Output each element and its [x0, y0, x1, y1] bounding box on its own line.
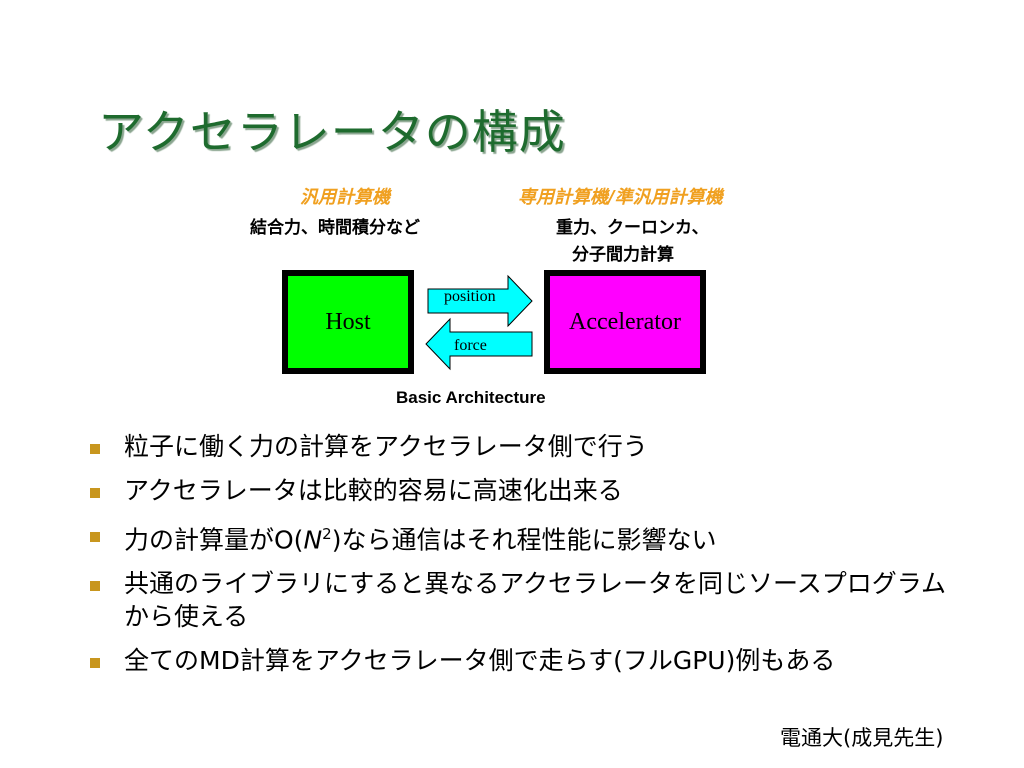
bullet-square-icon: [90, 658, 100, 669]
accelerator-tasks-line2: 分子間力計算: [572, 245, 674, 265]
slide-title: アクセラレータの構成: [98, 105, 566, 159]
host-label: Host: [325, 308, 371, 335]
bullet-square-icon: [90, 581, 100, 592]
list-item: アクセラレータは比較的容易に高速化出来る: [90, 474, 970, 507]
bullet-text-pre: 力の計算量がO(: [124, 525, 304, 555]
bullet-text: 全てのMD計算をアクセラレータ側で走らす(フルGPU)例もある: [124, 646, 836, 676]
bullet-square-icon: [90, 488, 100, 498]
list-item: 共通のライブラリにすると異なるアクセラレータを同じソースプログラムから使える: [90, 567, 970, 633]
bullet-text-n: N: [303, 525, 323, 555]
bullet-list: 粒子に働く力の計算をアクセラレータ側で行う アクセラレータは比較的容易に高速化出…: [90, 430, 970, 688]
list-item: 力の計算量がO(N2)なら通信はそれ程性能に影響ない: [90, 518, 970, 556]
position-arrow: [427, 274, 533, 328]
data-flow-arrows: [425, 274, 533, 371]
list-item: 全てのMD計算をアクセラレータ側で走らす(フルGPU)例もある: [90, 644, 970, 677]
architecture-diagram: 汎用計算機 結合力、時間積分など 専用計算機/準汎用計算機 重力、クーロンカ、 …: [250, 187, 723, 407]
credit-text: 電通大(成見先生): [780, 726, 944, 750]
diagram-caption: Basic Architecture: [396, 388, 546, 407]
bullet-square-icon: [90, 444, 100, 454]
bullet-text: 粒子に働く力の計算をアクセラレータ側で行う: [124, 432, 648, 461]
host-tasks: 結合力、時間積分など: [250, 218, 420, 238]
bullet-text-post: )なら通信はそれ程性能に影響ない: [331, 525, 717, 555]
force-arrow: [425, 317, 533, 371]
accelerator-box: Accelerator: [544, 270, 706, 374]
bullet-square-icon: [90, 532, 100, 542]
host-box: Host: [282, 270, 414, 374]
list-item: 粒子に働く力の計算をアクセラレータ側で行う: [90, 430, 970, 463]
accelerator-label: Accelerator: [569, 308, 681, 335]
bullet-text: 共通のライブラリにすると異なるアクセラレータを同じソースプログラムから使える: [124, 569, 947, 632]
accelerator-tasks-line1: 重力、クーロンカ、: [556, 218, 709, 238]
accelerator-caption: 専用計算機/準汎用計算機: [518, 187, 723, 208]
position-arrow-label: position: [444, 288, 496, 305]
bullet-text-sup: 2: [322, 525, 332, 543]
bullet-text: アクセラレータは比較的容易に高速化出来る: [124, 476, 623, 505]
force-arrow-label: force: [454, 337, 487, 354]
host-caption: 汎用計算機: [300, 187, 390, 208]
